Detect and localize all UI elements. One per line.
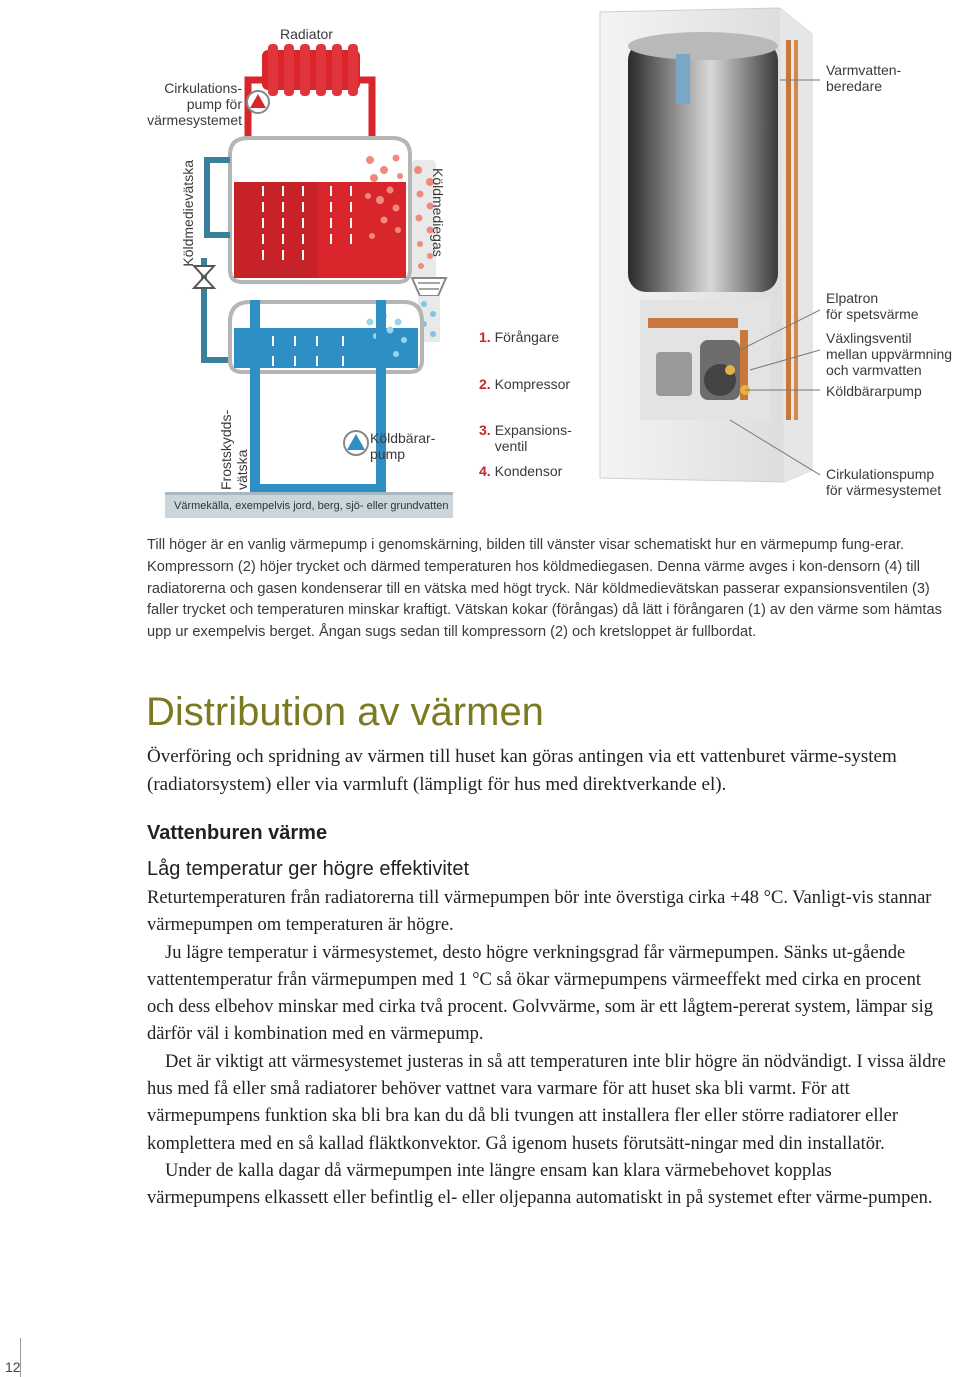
paragraph: Ju lägre temperatur i värmesystemet, des… [147, 942, 933, 1045]
step-4-label: 4. Kondensor [479, 463, 563, 479]
subheading-low-temp: Låg temperatur ger högre effektivitet [147, 858, 470, 880]
expansion-valve-icon [191, 265, 217, 289]
evaporator-tank [228, 300, 424, 374]
section-heading: Distribution av värmen [146, 690, 544, 734]
brine-pump-right-label: Köldbärarpump [826, 383, 922, 399]
heat-source-ground [165, 492, 453, 518]
intro-paragraph: Överföring och spridning av värmen till … [147, 746, 897, 795]
water-heater-label: Varmvatten- beredare [826, 62, 902, 94]
figure-caption: Till höger är en vanlig värmepump i geno… [147, 537, 942, 641]
water-heater-tank [628, 32, 778, 292]
refrigerant-gas-label: Köldmediegas [430, 168, 446, 257]
step-2-label: 2. Kompressor [479, 376, 571, 392]
paragraph: Det är viktigt att värmesystemet justera… [147, 1051, 946, 1154]
radiator-label: Radiator [280, 26, 333, 42]
brine-pump-icon [343, 430, 369, 456]
switching-valve-label: Växlingsventil mellan uppvärmning och va… [826, 330, 953, 378]
step-1-label: 1. Förångare [479, 329, 560, 345]
antifreeze-label: Frostskydds- vätska [218, 409, 250, 490]
paragraph: Under de kalla dagar då värmepumpen inte… [147, 1160, 933, 1209]
compressor-icon [410, 277, 448, 297]
body-text: Returtemperaturen från radiatorerna till… [147, 885, 947, 1213]
brine-pump-left-label: Köldbärar- pump [370, 430, 436, 462]
paragraph: Returtemperaturen från radiatorerna till… [147, 888, 932, 936]
refrigerant-liquid-label: Köldmedievätska [180, 160, 196, 267]
step-3-label: 3.Expansions- ventil [479, 422, 572, 454]
heat-source-label: Värmekälla, exempelvis jord, berg, sjö- … [174, 500, 449, 512]
callout-lines [729, 79, 820, 476]
heat-pump-cutaway-illustration [599, 7, 813, 483]
immersion-heater-label: Elpatron för spetsvärme [826, 290, 919, 322]
heat-pump-schematic [165, 44, 453, 518]
circulation-pump-left-label: Cirkulations- pump för värmesystemet [147, 80, 242, 128]
refrigerant-gas-pipe [412, 160, 436, 278]
circulation-pump-right-label: Cirkulationspump för värmesystemet [826, 466, 942, 498]
page-edge-bar [0, 1338, 21, 1377]
subheading-water-heating: Vattenburen värme [147, 822, 328, 844]
circulation-pump-icon [246, 90, 270, 114]
radiator-icon [262, 44, 360, 96]
condenser-tank [228, 136, 412, 284]
page-number: 12 [5, 1359, 21, 1375]
brine-loop [250, 300, 386, 492]
